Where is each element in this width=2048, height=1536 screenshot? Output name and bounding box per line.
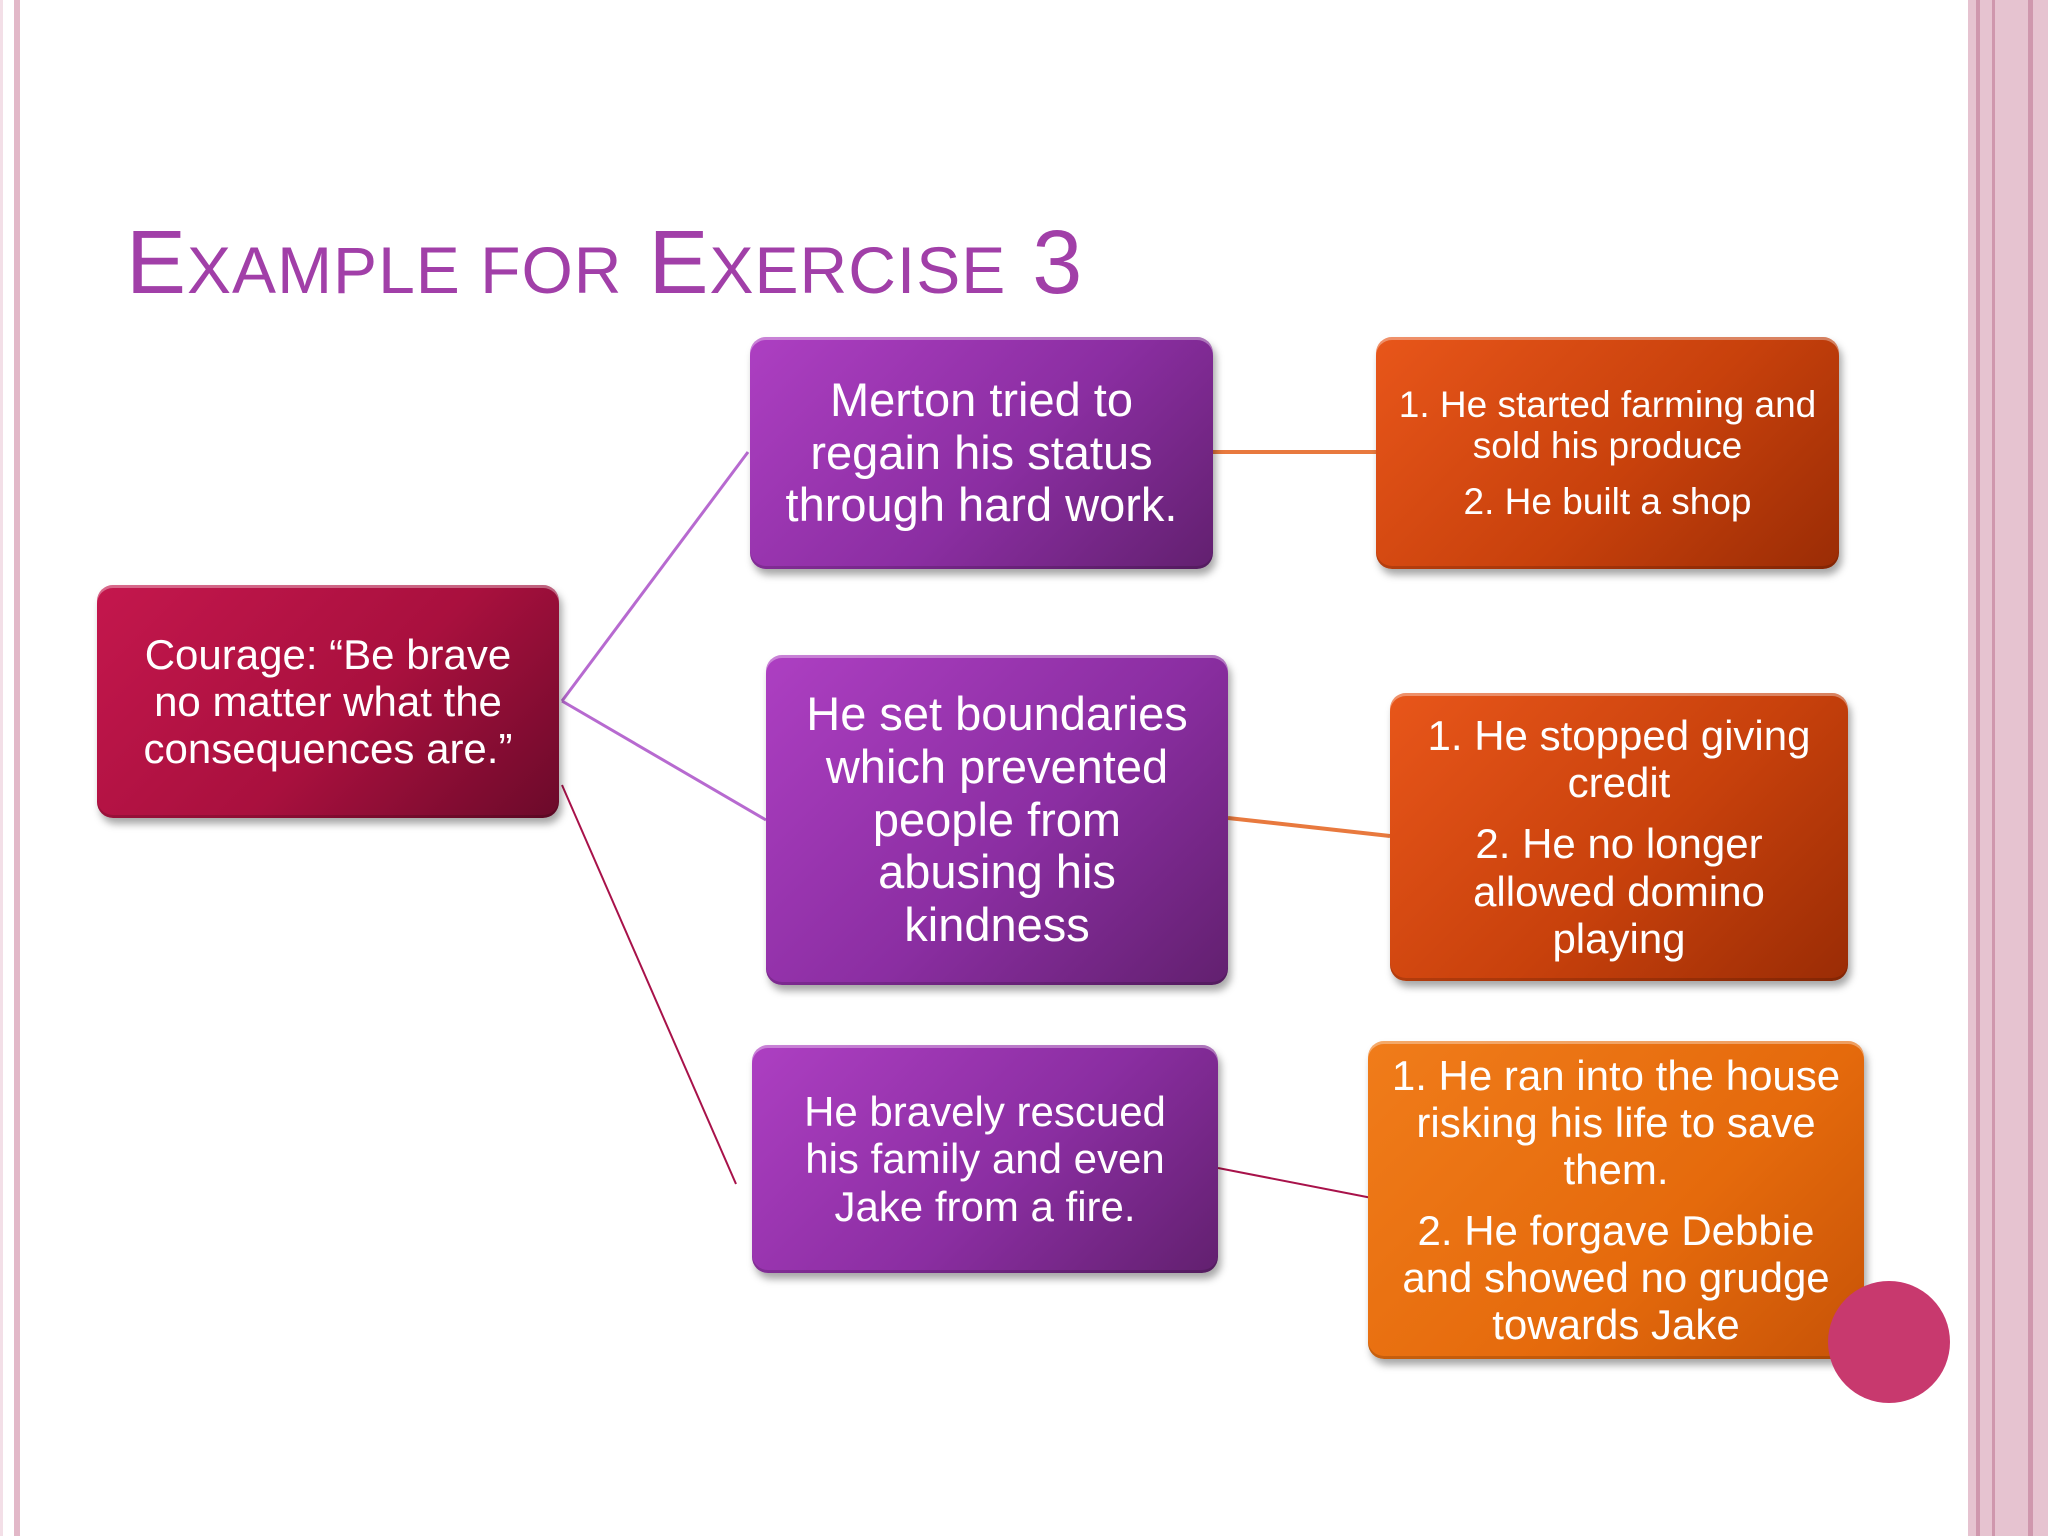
- evidence-item: 2. He built a shop: [1463, 480, 1752, 522]
- evidence-item: 2. He no longer allowed domino playing: [1473, 820, 1765, 962]
- claim-line: through hard work.: [785, 478, 1178, 532]
- connector-branch2-evidence: [1227, 816, 1391, 838]
- connector-branch3-evidence: [1217, 1167, 1373, 1199]
- connector-root-branch3: [561, 784, 737, 1185]
- evidence-box-2: 1. He stopped giving credit 2. He no lon…: [1390, 693, 1848, 981]
- evidence-item: 2. He forgave Debbie and showed no grudg…: [1402, 1207, 1830, 1349]
- claim-box-1: Merton tried to regain his status throug…: [750, 337, 1213, 569]
- claim-line: which prevented: [825, 740, 1169, 794]
- claim-box-3: He bravely rescued his family and even J…: [752, 1045, 1218, 1273]
- claim-line: He set boundaries: [806, 687, 1188, 741]
- root-line: consequences are.”: [143, 725, 513, 773]
- claim-line: abusing his: [878, 845, 1116, 899]
- claim-line: Merton tried to: [829, 373, 1134, 427]
- connector-root-branch1: [560, 451, 750, 702]
- slide-border-left: [14, 0, 20, 1536]
- root-box: Courage: “Be brave no matter what the co…: [97, 585, 559, 818]
- root-line: no matter what the: [154, 677, 502, 725]
- evidence-item: 1. He stopped giving credit: [1427, 712, 1811, 807]
- claim-line: kindness: [904, 897, 1090, 951]
- slide-title: EXAMPLE FOR EXERCISE 3: [126, 213, 1084, 313]
- decorative-circle: [1828, 1281, 1950, 1403]
- slide-border-outer: [0, 0, 3, 1536]
- claim-line: He bravely rescued: [804, 1088, 1166, 1136]
- claim-line: Jake from a fire.: [834, 1182, 1136, 1230]
- connector-root-branch2: [561, 699, 767, 822]
- evidence-item: 1. He ran into the house risking his lif…: [1391, 1051, 1841, 1193]
- slide-border-right: [1968, 0, 2048, 1536]
- evidence-item: 1. He started farming and sold his produ…: [1398, 383, 1817, 467]
- claim-line: his family and even: [805, 1135, 1165, 1183]
- claim-line: people from: [872, 792, 1122, 846]
- evidence-box-3: 1. He ran into the house risking his lif…: [1368, 1041, 1864, 1359]
- evidence-box-1: 1. He started farming and sold his produ…: [1376, 337, 1839, 569]
- root-line: Courage: “Be brave: [144, 630, 512, 678]
- claim-box-2: He set boundaries which prevented people…: [766, 655, 1228, 985]
- claim-line: regain his status: [810, 425, 1153, 479]
